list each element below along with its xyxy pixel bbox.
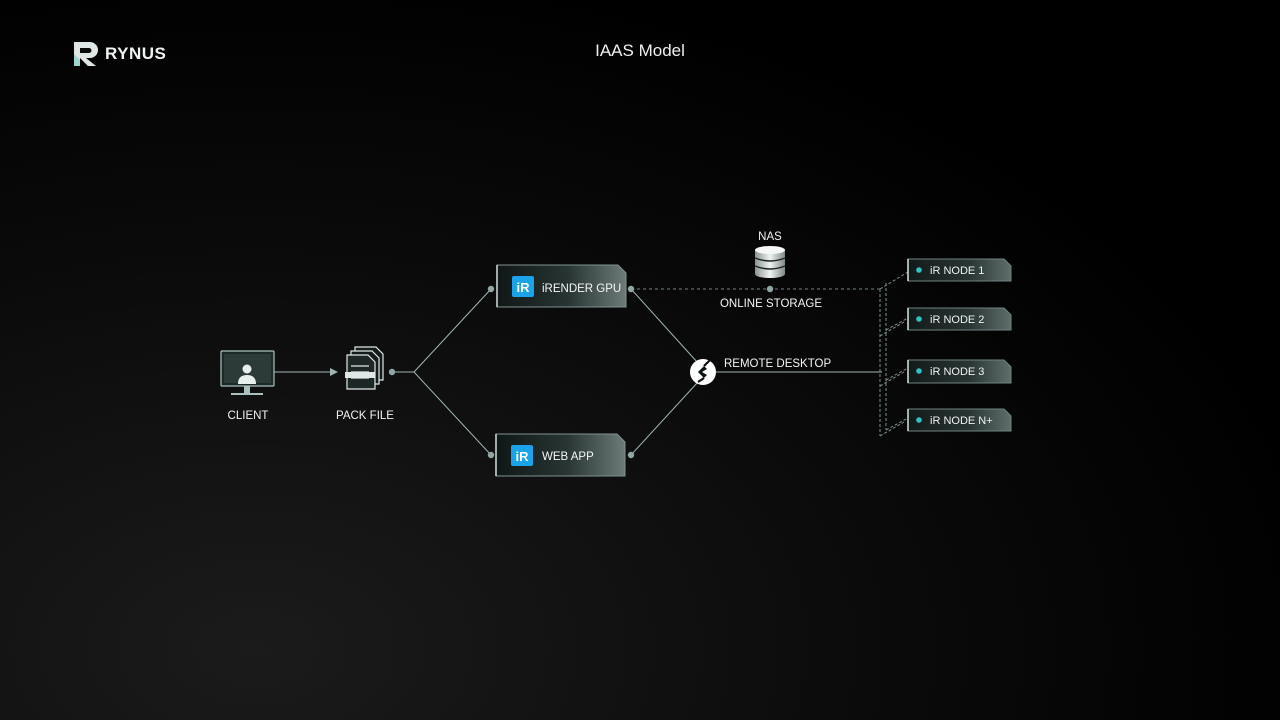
branch-to-webapp-line	[413, 371, 492, 456]
ir-node-label: iR NODE 2	[930, 314, 984, 326]
ir-node-label: iR NODE 3	[930, 366, 984, 378]
node-bus	[879, 271, 909, 437]
online-storage-label: ONLINE STORAGE	[720, 298, 822, 310]
ir-node-1: iR NODE 1	[907, 258, 1012, 282]
client-node: CLIENT	[220, 350, 275, 422]
web-app-label: WEB APP	[542, 451, 594, 463]
branch-to-gpu-line	[413, 288, 492, 373]
page-title: IAAS Model	[595, 41, 685, 60]
webapp-to-remote-line	[630, 381, 699, 456]
status-dot	[916, 316, 922, 322]
remote-desktop-label: REMOTE DESKTOP	[724, 358, 831, 370]
arrow-head	[330, 368, 338, 376]
remote-desktop-node: REMOTE DESKTOP	[690, 358, 831, 385]
ir-node-label: iR NODE 1	[930, 265, 984, 277]
rynus-logo-icon	[74, 42, 98, 66]
web-app-card: iR WEB APP	[495, 433, 626, 477]
svg-text:iR: iR	[517, 280, 531, 295]
ir-logo-icon: iR	[511, 445, 533, 466]
status-dot	[916, 368, 922, 374]
status-dot	[916, 267, 922, 273]
connector-lines	[274, 288, 882, 456]
gpu-to-remote-line	[630, 288, 699, 364]
files-stack-icon	[345, 346, 384, 390]
ir-node-2: iR NODE 2	[907, 307, 1012, 331]
ir-node-label: iR NODE N+	[930, 415, 993, 427]
remote-desktop-icon	[690, 359, 716, 385]
brand-logo: RYNUS	[72, 40, 166, 68]
irender-gpu-label: iRENDER GPU	[542, 283, 621, 295]
nas-node: NAS	[754, 231, 786, 278]
connector-dots	[388, 285, 774, 459]
ir-node-3: iR NODE 3	[907, 359, 1012, 384]
ir-nodes: iR NODE 1 iR NODE 2 iR NODE 3 iR NODE N+	[907, 258, 1012, 432]
irender-gpu-card: iR iRENDER GPU	[496, 264, 627, 308]
ir-node-n: iR NODE N+	[907, 408, 1012, 432]
brand-name: RYNUS	[105, 44, 167, 63]
ir-logo-icon: iR	[512, 276, 534, 297]
monitor-user-icon	[220, 350, 275, 395]
pack-file-node: PACK FILE	[336, 346, 394, 422]
pack-file-label: PACK FILE	[336, 410, 394, 422]
svg-text:iR: iR	[516, 449, 530, 464]
status-dot	[916, 417, 922, 423]
nas-label: NAS	[758, 231, 782, 243]
database-icon	[754, 246, 786, 278]
client-label: CLIENT	[228, 410, 269, 422]
